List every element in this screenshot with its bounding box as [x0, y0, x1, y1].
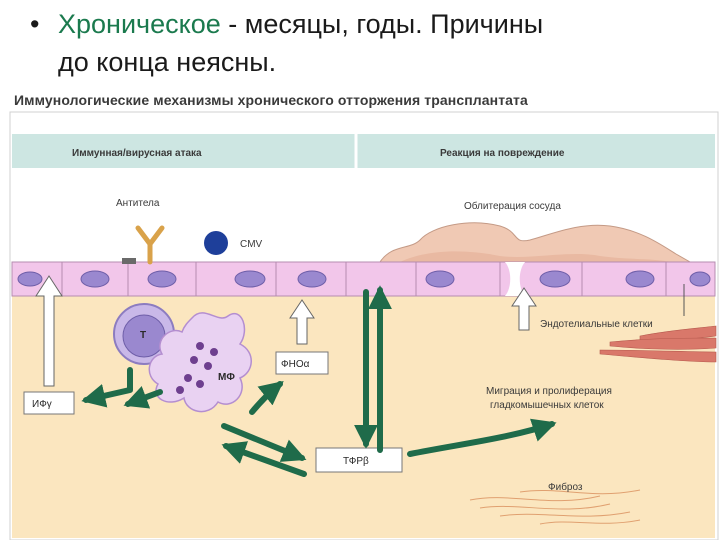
heading-rest: - месяцы, годы. Причины — [220, 9, 544, 39]
tnf-label: ФНОα — [281, 359, 310, 370]
smooth-muscle-fibers — [599, 325, 717, 363]
figure-title: Иммунологические механизмы хронического … — [14, 92, 528, 108]
endothelial-cells — [61, 262, 667, 296]
arrow-mf-to-tgf — [221, 423, 307, 462]
cmv-label: CMV — [240, 239, 263, 250]
endothelial-label: Эндотелиальные клетки — [540, 319, 653, 330]
heading-keyword: Хроническое — [58, 9, 221, 39]
fibrosis-label: Фиброз — [548, 481, 583, 493]
macrophage-label: МФ — [218, 372, 235, 383]
hollow-arrow-ifn — [35, 275, 63, 387]
t-cell-label: T — [140, 330, 146, 341]
hollow-arrow-migration — [511, 287, 537, 331]
ifn-box — [23, 391, 75, 415]
endothelial-nuclei — [17, 270, 711, 288]
arrow-tgf-to-migration — [407, 418, 557, 457]
cmv-virus-icon — [204, 231, 228, 255]
bullet-dot: • — [30, 9, 40, 39]
macrophage-cell — [148, 312, 252, 413]
tnf-box — [275, 351, 329, 375]
obliteration-mass-lower — [400, 251, 672, 262]
macrophage-granules — [176, 342, 218, 394]
migration-label-line2: гладкомышечных клеток — [490, 400, 604, 411]
antibody-receptor — [122, 258, 136, 264]
header-band — [12, 134, 715, 168]
heading-line-2: до конца неясны. — [58, 47, 277, 77]
header-left-label: Иммунная/вирусная атака — [72, 148, 202, 159]
tgf-label: ТФРβ — [343, 456, 369, 467]
obliteration-label: Облитерация сосуда — [464, 200, 561, 212]
arrow-mf-to-tnf — [249, 381, 284, 415]
endothelium-gap — [505, 262, 525, 296]
arrow-tgf-to-mf — [221, 441, 307, 477]
pathway-arrows — [81, 285, 557, 477]
heading-line-1: Хроническое - месяцы, годы. Причины — [58, 6, 543, 42]
arrow-mf-to-tcell — [123, 386, 163, 409]
antibody-label: Антитела — [116, 198, 160, 209]
antibody-icon — [135, 225, 165, 265]
migration-label-line1: Миграция и пролиферация — [486, 385, 612, 397]
ifn-label: ИФγ — [32, 399, 52, 410]
hollow-arrow-tnf — [289, 299, 315, 345]
header-right-label: Реакция на повреждение — [440, 148, 565, 159]
fibrosis-fibers — [469, 489, 641, 525]
